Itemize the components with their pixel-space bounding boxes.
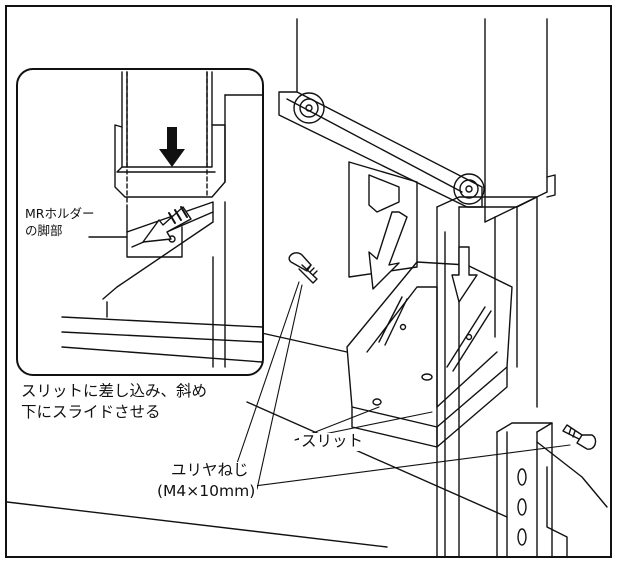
wheel-left [293, 92, 325, 124]
leader-lines [232, 281, 571, 490]
inset-detail [16, 68, 264, 376]
base-lines [7, 331, 508, 548]
wheel-right [453, 173, 485, 205]
slide-instruction-line-1: スリットに差し込み、斜め [19, 382, 210, 401]
mr-holder-foot-label-2: の脚部 [23, 223, 65, 239]
mr-holder-foot-label-1: MRホルダー [23, 206, 97, 222]
holder-foot [348, 161, 418, 278]
screw-name-label: ユリヤねじ [169, 461, 251, 480]
screw-icon [562, 424, 597, 450]
diagonal-arrow-icon [368, 211, 408, 290]
slide-instruction-line-2: 下にスライドさせる [19, 403, 163, 422]
slit-label: スリット [299, 432, 366, 451]
screw-spec-label: (M4×10mm) [155, 482, 258, 501]
stand-column [436, 196, 538, 556]
down-arrow-icon [451, 246, 478, 303]
mr-holder-box [278, 18, 556, 223]
assembly-diagram [7, 18, 608, 556]
figure-frame: MRホルダー の脚部 スリットに差し込み、斜め 下にスライドさせる スリット ユ… [5, 5, 612, 558]
screw-icon [288, 252, 318, 284]
bracket [346, 261, 513, 448]
